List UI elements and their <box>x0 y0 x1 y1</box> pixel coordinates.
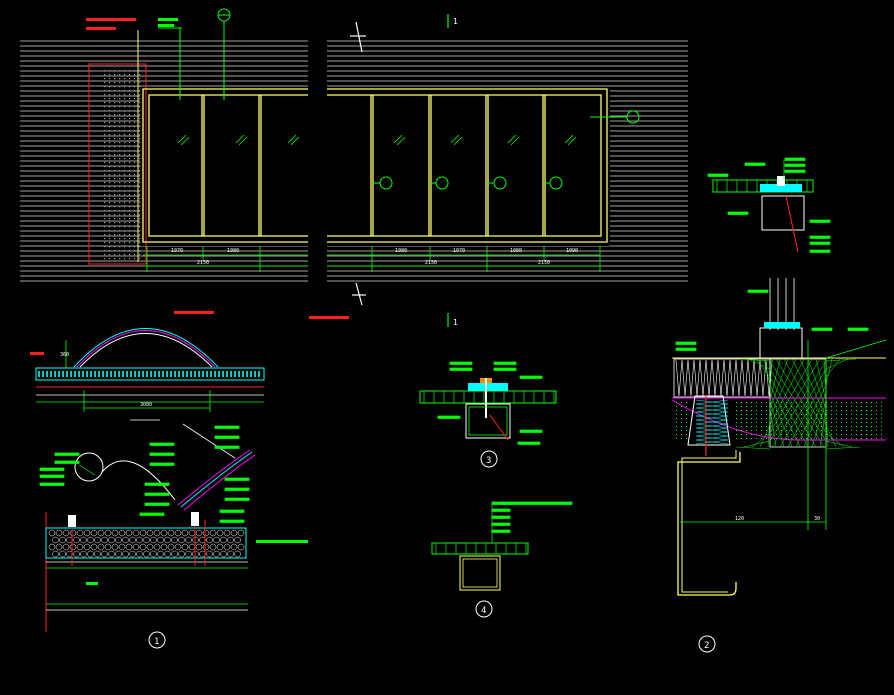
plan-dim-text: 1070 1080 2150 1080 1070 1080 1090 2150 … <box>171 248 578 266</box>
detail-3-bubble <box>480 450 498 468</box>
skylight-frame-right <box>327 88 608 243</box>
svg-text:1070: 1070 <box>171 248 183 254</box>
red-revision-box <box>88 63 147 265</box>
section-label-top: 1 <box>453 17 458 26</box>
svg-text:120: 120 <box>735 516 744 522</box>
plan-view: 1 1 1070 1080 2150 1080 1070 1080 1090 2… <box>20 8 688 327</box>
axis-bubbles-inner <box>372 176 563 190</box>
detail-1-zoom-circle <box>74 452 176 501</box>
svg-text:1: 1 <box>154 637 159 647</box>
svg-text:1080: 1080 <box>227 248 239 254</box>
svg-text:360: 360 <box>60 352 69 358</box>
svg-text:2: 2 <box>704 641 709 651</box>
svg-text:1080: 1080 <box>510 248 522 254</box>
detail-1-bubble <box>148 631 166 649</box>
svg-text:2150: 2150 <box>538 260 550 266</box>
svg-text:30: 30 <box>814 516 820 522</box>
section-label-bottom: 1 <box>453 318 458 327</box>
svg-text:2150: 2150 <box>197 260 209 266</box>
top-leader-text <box>86 18 136 30</box>
svg-text:1070: 1070 <box>453 248 465 254</box>
detail-2-bubble <box>698 635 716 653</box>
section-cut-marks <box>350 14 449 327</box>
svg-text:3080: 3080 <box>140 402 152 408</box>
axis-bubble-top <box>217 8 231 100</box>
plan-dim-lines <box>143 246 601 272</box>
svg-text:1080: 1080 <box>395 248 407 254</box>
red-revision-box-dots <box>104 70 141 260</box>
glass-marks <box>177 134 577 146</box>
detail-3-bolt-joint: 3 <box>419 361 557 468</box>
detail-4-tube-joint: 4 <box>431 501 573 618</box>
detail-2-gutter: 120 30 2 <box>671 157 887 653</box>
svg-text:3: 3 <box>486 456 491 466</box>
arch-section: 3080 360 <box>30 311 265 421</box>
axis-bubble-right <box>590 110 640 124</box>
top-leaders <box>137 27 182 262</box>
svg-text:1090: 1090 <box>566 248 578 254</box>
svg-text:2150: 2150 <box>425 260 437 266</box>
svg-text:4: 4 <box>481 606 486 616</box>
detail-1-eave: 1 <box>39 423 308 649</box>
detail-4-bubble <box>475 600 493 618</box>
skylight-frame-left <box>142 88 308 243</box>
